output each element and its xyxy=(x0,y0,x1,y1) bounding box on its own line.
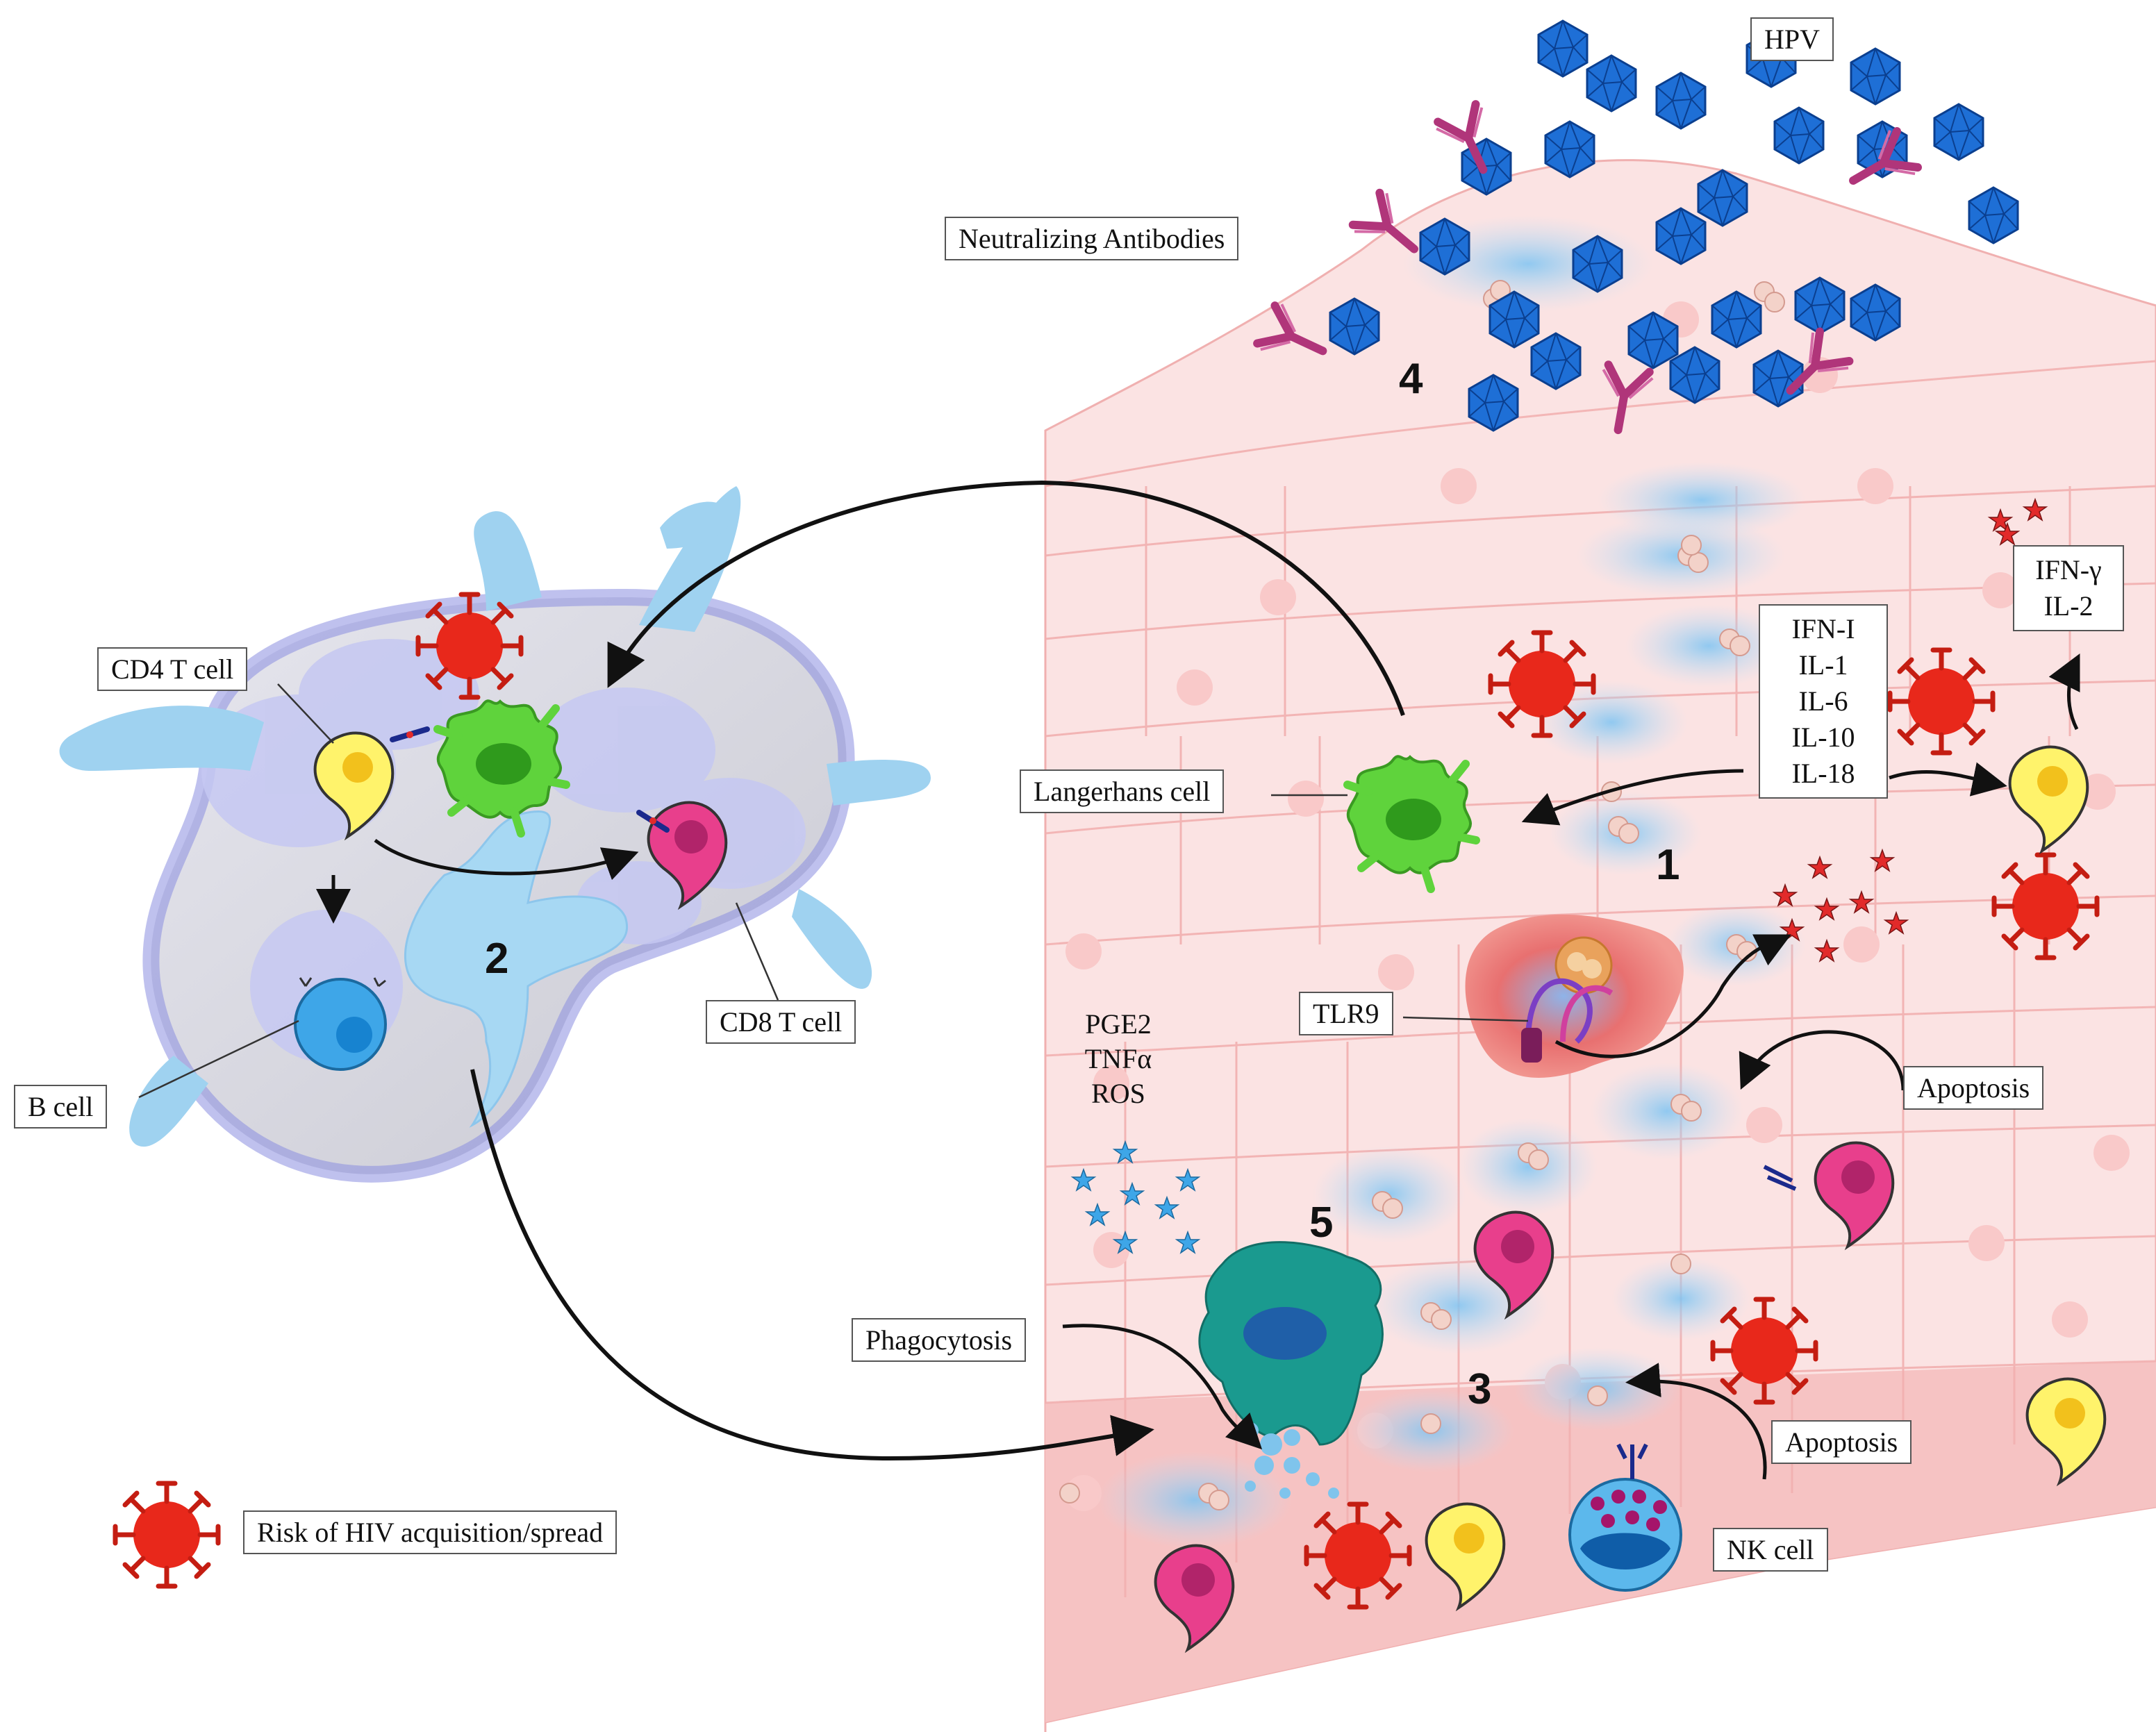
hpv-label: HPV xyxy=(1750,17,1834,61)
lymph-node xyxy=(59,486,931,1183)
neutralizing-antibodies-label: Neutralizing Antibodies xyxy=(945,217,1239,260)
lymph-node-tcr-synapses xyxy=(390,726,670,833)
lymph-node-hiv-virus xyxy=(418,594,521,697)
mediator-ros: ROS xyxy=(1091,1078,1145,1109)
lymph-node-b-cell xyxy=(294,977,387,1071)
cytokine-ifn-i: IFN-I xyxy=(1791,613,1855,644)
cytokine-il-6: IL-6 xyxy=(1798,685,1848,717)
nk-cell-label: NK cell xyxy=(1713,1528,1828,1572)
cytokine-list-right: IFN-γ IL-2 xyxy=(2013,545,2124,631)
tissue-hiv-virus-3 xyxy=(1994,855,2097,958)
tissue-hiv-virus-5 xyxy=(1307,1504,1409,1607)
step-number-2: 2 xyxy=(485,935,509,983)
legend-hiv-virus xyxy=(115,1483,218,1586)
cytokine-list-center: IFN-I IL-1 IL-6 IL-10 IL-18 xyxy=(1759,604,1888,799)
tissue-hiv-virus-4 xyxy=(1713,1299,1816,1402)
cd8-t-cell-label: CD8 T cell xyxy=(706,1000,856,1044)
tlr9-label: TLR9 xyxy=(1299,992,1393,1035)
tissue-nk-cell xyxy=(1568,1443,1682,1592)
mediator-tnf-alpha: TNFα xyxy=(1084,1043,1152,1074)
tissue-hiv-virus-1 xyxy=(1491,633,1593,735)
cytokine-il-1: IL-1 xyxy=(1798,649,1848,681)
infected-cell-tlr9 xyxy=(1465,914,1684,1078)
cytokine-ifn-gamma: IFN-γ xyxy=(2035,554,2102,585)
apoptosis-label-upper: Apoptosis xyxy=(1903,1066,2044,1110)
cytokine-il-18: IL-18 xyxy=(1791,758,1855,789)
step-number-3: 3 xyxy=(1468,1365,1492,1413)
step-number-1: 1 xyxy=(1656,841,1680,889)
mediator-list: PGE2 TNFα ROS xyxy=(1070,1007,1167,1111)
step-number-4: 4 xyxy=(1399,355,1423,403)
mediator-pge2: PGE2 xyxy=(1085,1008,1152,1040)
cd4-t-cell-label: CD4 T cell xyxy=(97,647,248,691)
step-number-5: 5 xyxy=(1309,1199,1334,1247)
flow-arrows xyxy=(316,480,2080,1480)
tissue-hiv-virus-2 xyxy=(1890,650,1993,753)
apoptosis-label-lower: Apoptosis xyxy=(1771,1420,1912,1464)
cytokine-il-10: IL-10 xyxy=(1791,722,1855,753)
leader-lines xyxy=(138,683,1529,1099)
phagocytosis-label: Phagocytosis xyxy=(852,1318,1027,1362)
langerhans-cell-label: Langerhans cell xyxy=(1020,769,1225,813)
cd8-tcr xyxy=(1763,1165,1797,1191)
cytokine-il-2: IL-2 xyxy=(2043,590,2093,622)
b-cell-label: B cell xyxy=(14,1085,108,1129)
risk-legend-label: Risk of HIV acquisition/spread xyxy=(243,1510,617,1554)
